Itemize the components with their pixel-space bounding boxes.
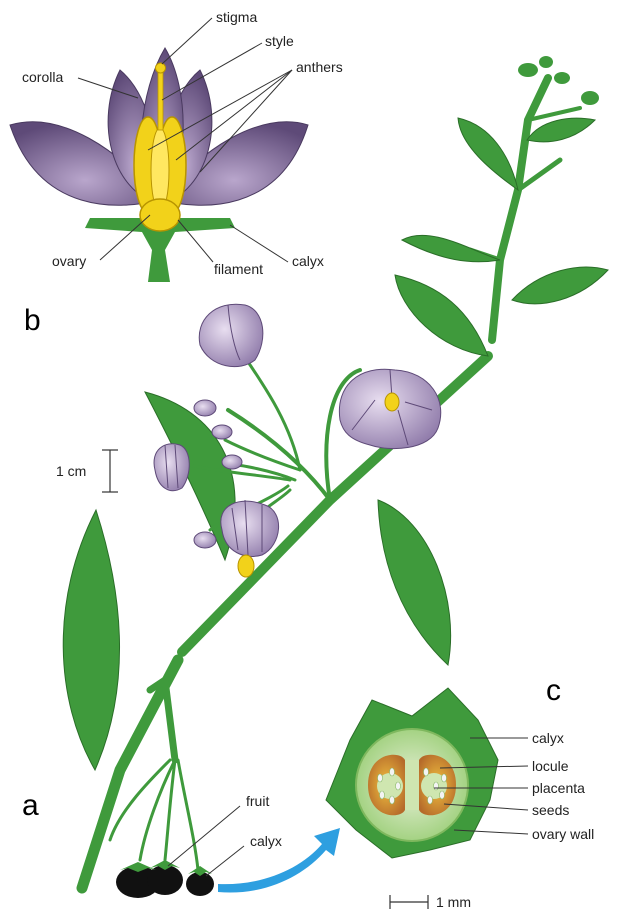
fruits (116, 860, 214, 898)
label-fruit-calyx: calyx (250, 833, 282, 849)
label-fruit: fruit (246, 793, 269, 809)
label-anthers: anthers (296, 59, 343, 75)
label-style: style (265, 33, 294, 49)
label-corolla: corolla (22, 69, 63, 85)
label-stigma: stigma (216, 9, 257, 25)
label-section-calyx: calyx (532, 730, 564, 746)
panel-label-b: b (24, 304, 41, 337)
panel-label-a: a (22, 789, 39, 822)
scale-bar-mm (390, 895, 428, 909)
label-seeds: seeds (532, 802, 569, 818)
scale-bar-cm (102, 450, 118, 492)
fruit-cross-section (326, 688, 498, 858)
label-ovary-wall: ovary wall (532, 826, 594, 842)
open-flower (339, 369, 440, 448)
label-ovary: ovary (52, 253, 86, 269)
panel-label-c: c (546, 674, 561, 707)
label-filament: filament (214, 261, 263, 277)
label-flower-calyx: calyx (292, 253, 324, 269)
label-locule: locule (532, 758, 569, 774)
scale-label-mm: 1 mm (436, 894, 471, 910)
label-placenta: placenta (532, 780, 585, 796)
scale-label-cm: 1 cm (56, 463, 86, 479)
